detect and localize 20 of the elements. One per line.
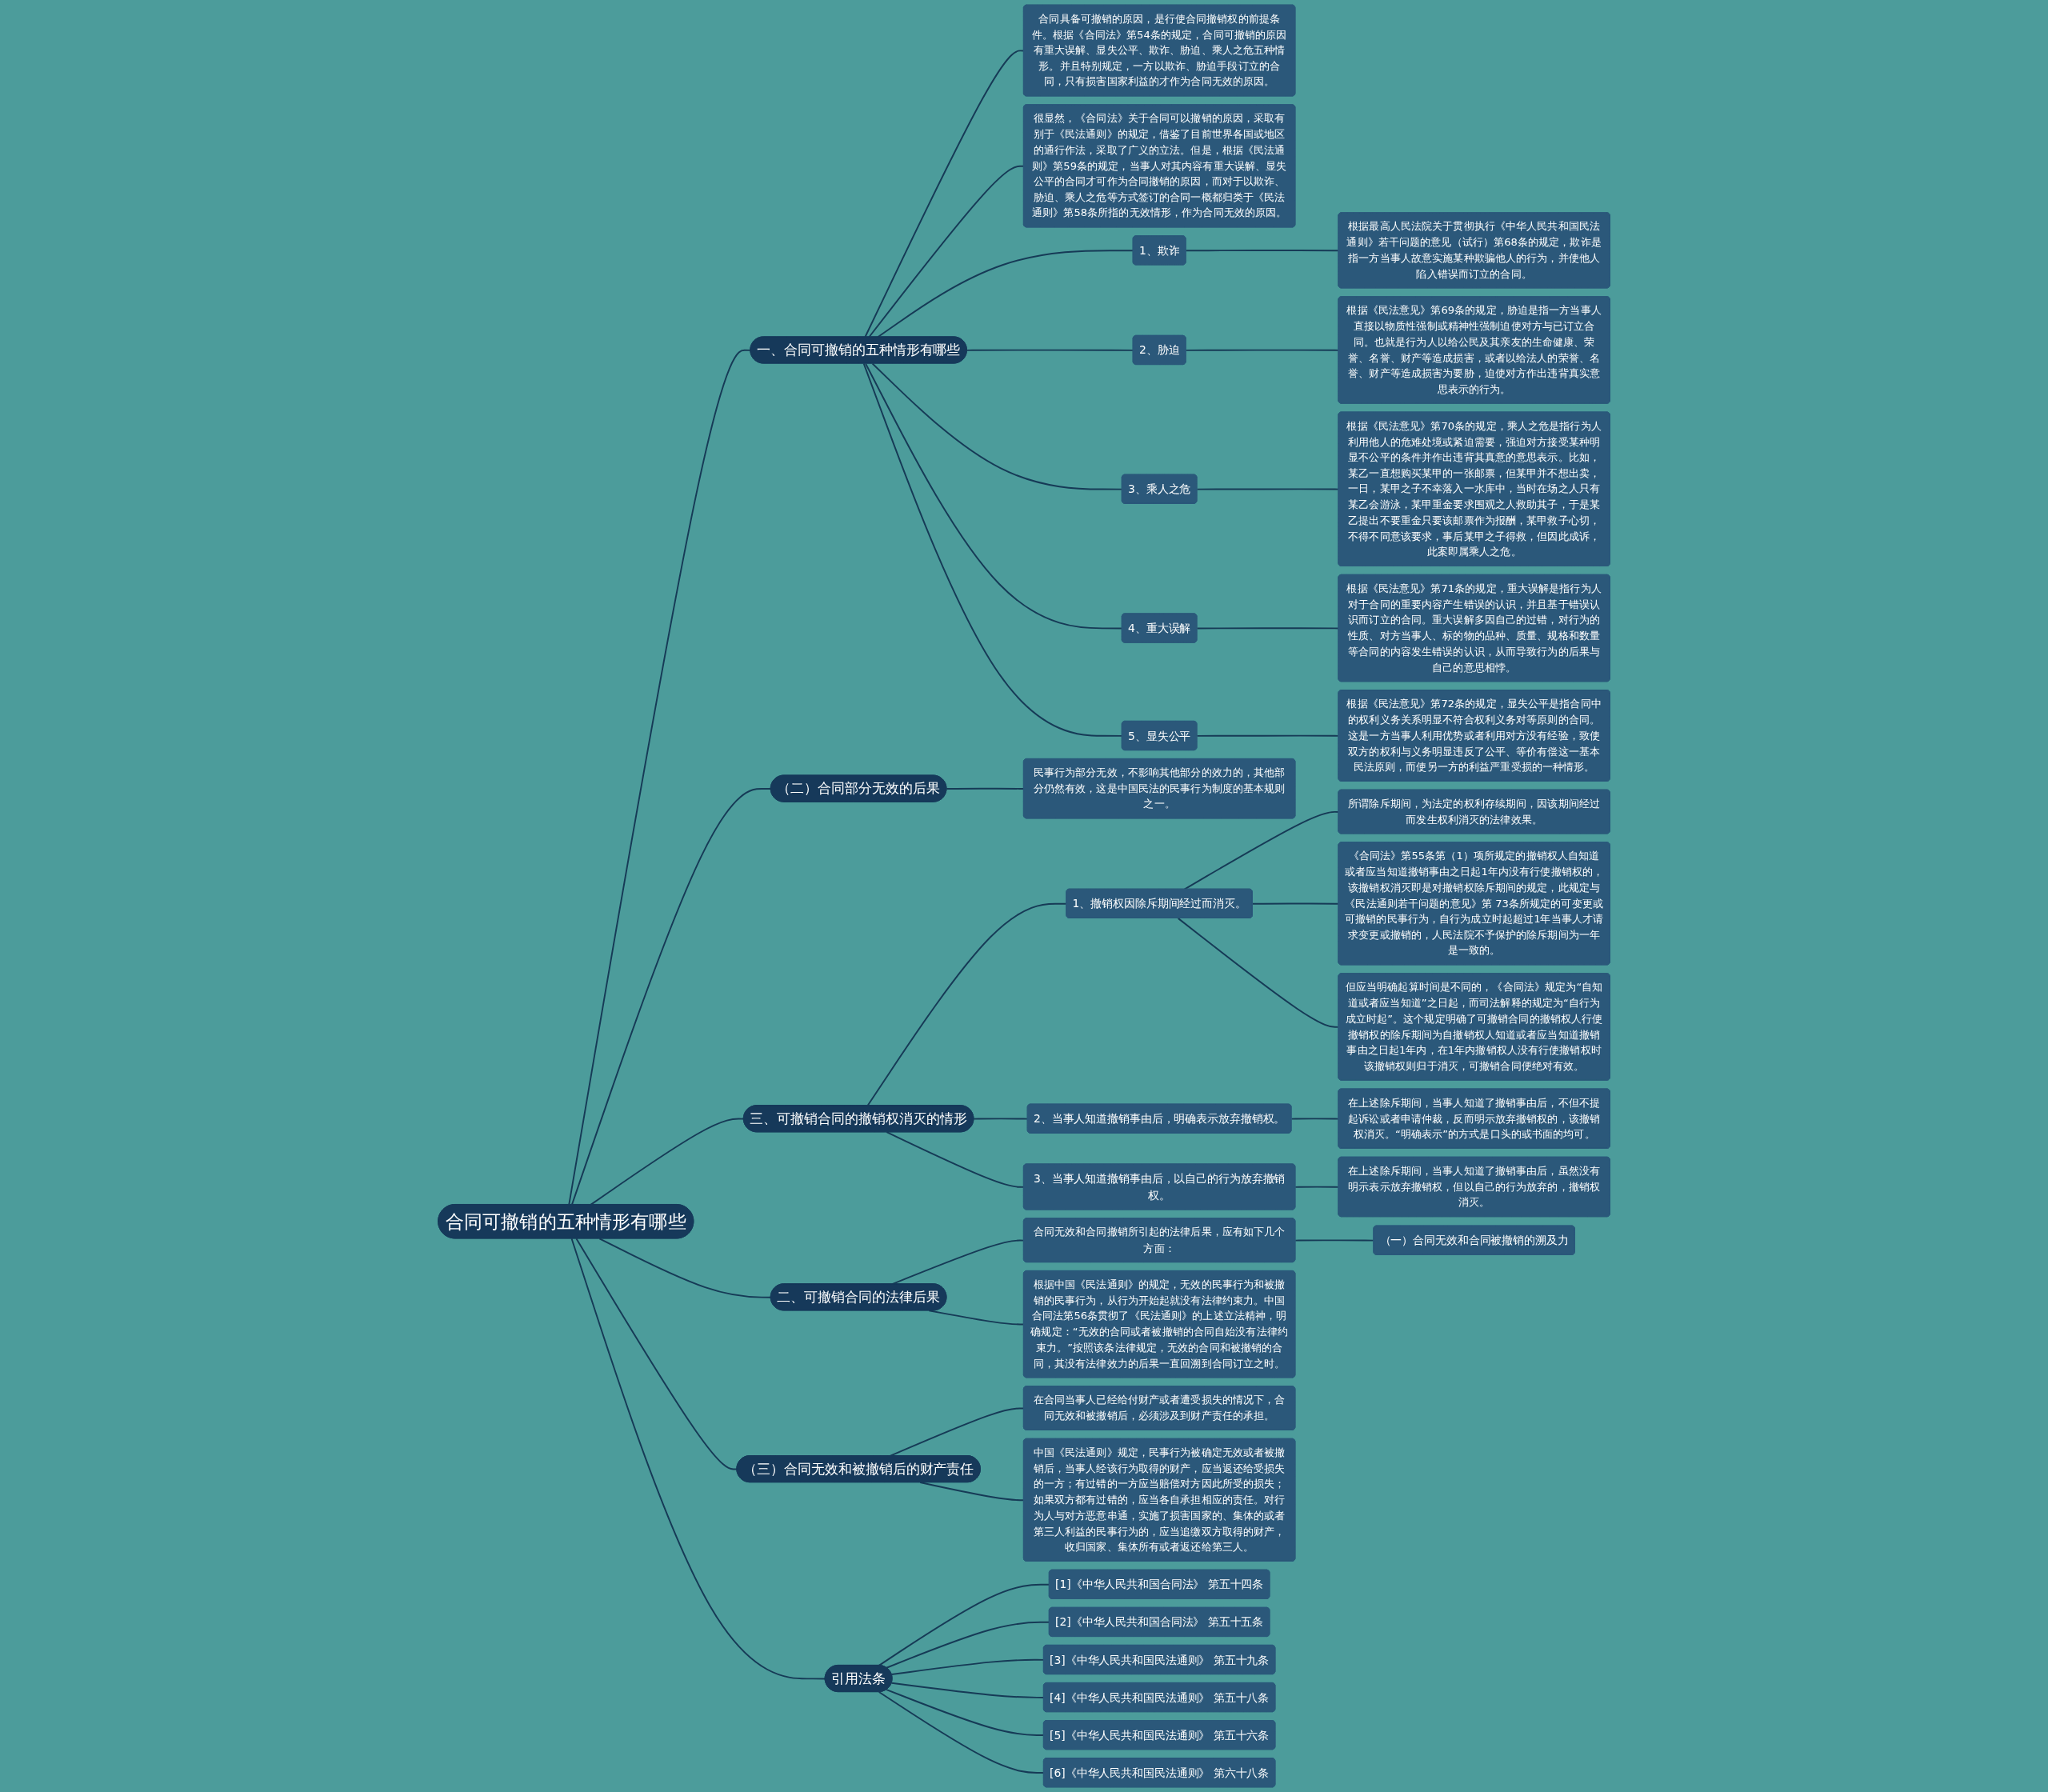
connector: [878, 1691, 1045, 1774]
connector: [568, 349, 752, 1206]
connector: [890, 1658, 1045, 1675]
connector: [919, 1482, 1025, 1502]
connector: [928, 1310, 1025, 1326]
connector: [590, 1118, 745, 1206]
connector: [570, 1238, 826, 1680]
connector: [871, 362, 1123, 490]
connector: [862, 362, 1123, 737]
connector: [886, 1131, 1025, 1188]
connector: [890, 1682, 1045, 1698]
connector: [570, 788, 772, 1206]
connector: [886, 1689, 1045, 1736]
connector: [946, 787, 1025, 790]
connector: [878, 1583, 1050, 1666]
connector: [886, 1621, 1050, 1669]
connector: [865, 362, 1123, 630]
connector: [598, 1238, 772, 1298]
connector: [966, 349, 1134, 351]
connector: [973, 1118, 1029, 1120]
